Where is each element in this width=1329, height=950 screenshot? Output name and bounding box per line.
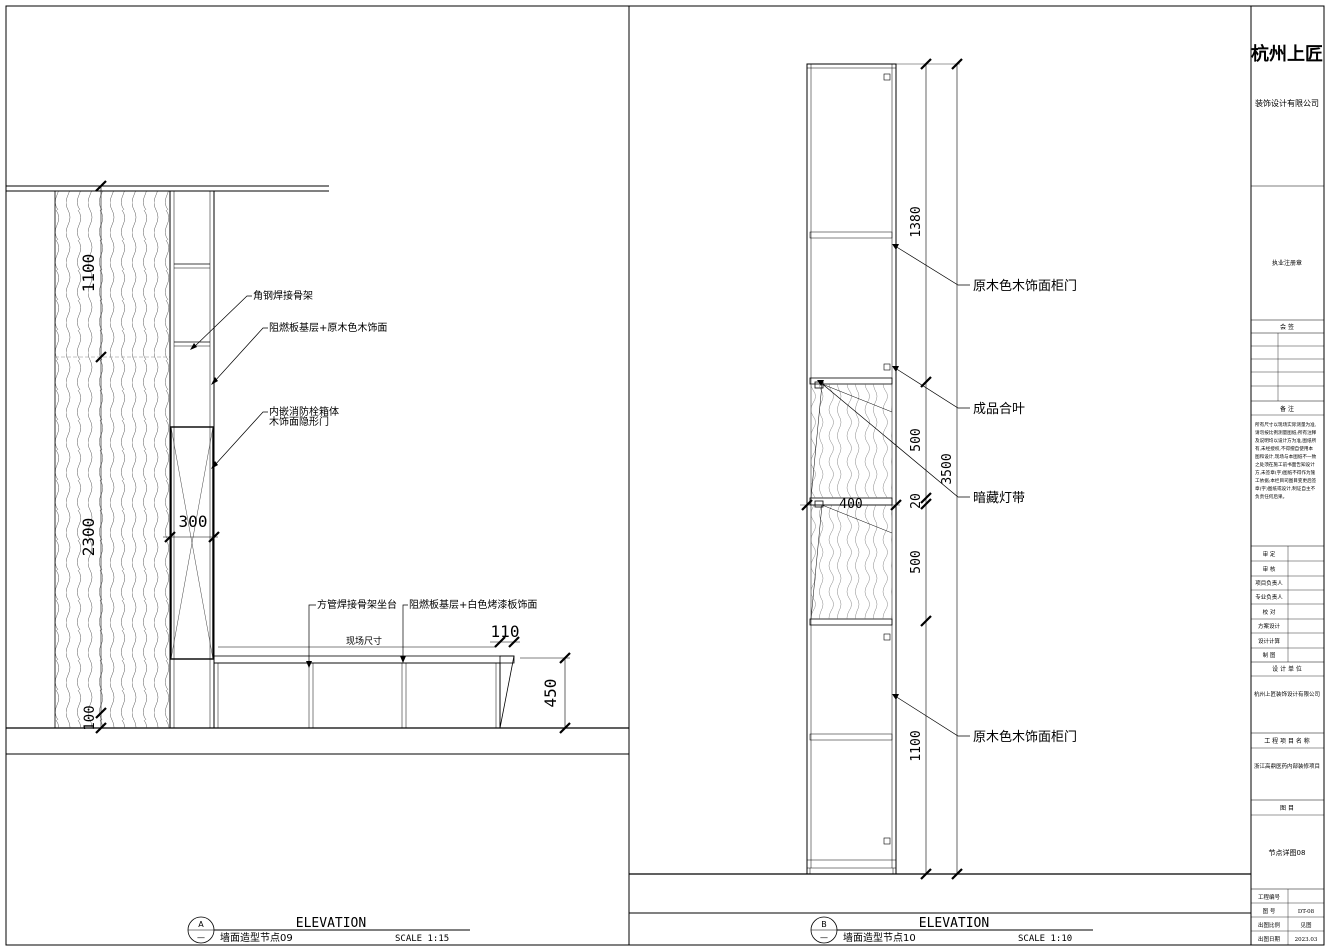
svg-text:2023.03: 2023.03 xyxy=(1295,937,1318,943)
title-block xyxy=(1251,185,1324,945)
marker-b-letter: B xyxy=(821,920,827,929)
marker-a-dash: — xyxy=(197,933,205,942)
sheet-border xyxy=(5,5,1325,946)
svg-text:工程编号: 工程编号 xyxy=(1258,893,1281,901)
dim-110: 110 xyxy=(491,622,520,641)
note-hidden-door: 木饰面隐形门 xyxy=(269,415,329,428)
note-led-strip: 暗藏灯带 xyxy=(973,491,1025,506)
elevation-a-labels: 1100 2300 100 300 110 450 现场尺寸 角钢焊接骨架 阻燃… xyxy=(79,254,560,731)
notes-text: 所有尺寸以现场实际测量为准, 请勿按比例测量图纸;所有注释 及说明均以设计方为准… xyxy=(1255,421,1317,500)
note-fire-board-wood: 阻燃板基层+原木色木饰面 xyxy=(269,321,387,334)
title-b: B — ELEVATION 墙面造型节点10 SCALE 1:10 xyxy=(810,916,1093,944)
project-name: 浙江高鼎医药内部装修项目 xyxy=(1254,762,1320,770)
dim-1100-b: 1100 xyxy=(909,730,924,761)
svg-text:工依据;本栏目司图目变更后签: 工依据;本栏目司图目变更后签 xyxy=(1255,477,1317,484)
note-hydrant-box: 内嵌消防栓箱体 xyxy=(269,405,339,418)
svg-text:方案设计: 方案设计 xyxy=(1258,622,1281,630)
svg-text:出图日期: 出图日期 xyxy=(1258,935,1281,943)
svg-text:方,未签章(字)图纸不得作为施: 方,未签章(字)图纸不得作为施 xyxy=(1255,469,1316,476)
elevation-b-labels: 1380 500 20 500 1100 3500 400 原木色木饰面柜门 成… xyxy=(839,206,1077,761)
subtitle-a: 墙面造型节点09 xyxy=(220,931,293,944)
subtitle-b: 墙面造型节点10 xyxy=(843,931,916,944)
field-size-label: 现场尺寸 xyxy=(346,635,382,647)
hidden-door xyxy=(170,426,214,660)
svg-text:专业负责人: 专业负责人 xyxy=(1255,593,1283,601)
svg-text:校 对: 校 对 xyxy=(1263,608,1276,616)
approval-rows: 审 定 审 核 项目负责人 专业负责人 校 对 方案设计 设计计算 制 图 xyxy=(1255,550,1283,659)
svg-text:项目负责人: 项目负责人 xyxy=(1255,579,1283,587)
design-unit-label: 设 计 单 位 xyxy=(1272,665,1302,673)
dim-450: 450 xyxy=(541,679,560,708)
dim-1380: 1380 xyxy=(909,206,924,237)
title-a: A — ELEVATION 墙面造型节点09 SCALE 1:15 xyxy=(187,916,470,944)
cabinet-column xyxy=(169,190,215,729)
svg-text:出图比例: 出图比例 xyxy=(1258,921,1281,929)
design-unit: 杭州上匠装饰设计有限公司 xyxy=(1254,690,1320,698)
scale-b: SCALE 1:10 xyxy=(1018,934,1072,944)
heading-a: ELEVATION xyxy=(296,916,366,931)
marker-a-letter: A xyxy=(198,920,204,929)
dim-20: 20 xyxy=(909,493,924,509)
note-square-tube: 方管焊接骨架坐台 xyxy=(317,598,397,611)
note-hinge: 成品合叶 xyxy=(973,402,1025,417)
svg-text:审 定: 审 定 xyxy=(1263,550,1276,558)
svg-text:所有尺寸以现场实际测量为准,: 所有尺寸以现场实际测量为准, xyxy=(1255,421,1317,428)
tall-cabinet xyxy=(806,63,897,875)
dim-1100-a: 1100 xyxy=(79,254,98,293)
svg-text:章(字)图纸或设计,制证自主不: 章(字)图纸或设计,制证自主不 xyxy=(1255,485,1316,492)
svg-text:负责任何后果。: 负责任何后果。 xyxy=(1255,493,1287,500)
dim-3500: 3500 xyxy=(940,453,955,484)
svg-text:制 图: 制 图 xyxy=(1263,651,1276,659)
note-cabinet-door-lower: 原木色木饰面柜门 xyxy=(973,729,1077,745)
svg-text:审 核: 审 核 xyxy=(1263,565,1276,573)
elevation-a xyxy=(6,180,629,755)
elevation-b xyxy=(629,58,1251,914)
svg-text:有,未经授权,不得擅自使用本: 有,未经授权,不得擅自使用本 xyxy=(1255,445,1313,452)
note-cabinet-door-upper: 原木色木饰面柜门 xyxy=(973,278,1077,294)
svg-text:图和设计,现场与本图纸不一致: 图和设计,现场与本图纸不一致 xyxy=(1255,453,1317,460)
drawing-label: 图 目 xyxy=(1280,805,1294,812)
svg-text:请勿按比例测量图纸;所有注释: 请勿按比例测量图纸;所有注释 xyxy=(1255,429,1317,436)
dim-400: 400 xyxy=(839,497,862,512)
dim-2300: 2300 xyxy=(79,518,98,557)
svg-text:及说明均以设计方为准,图纸所: 及说明均以设计方为准,图纸所 xyxy=(1255,437,1317,444)
company-name: 杭州上匠 xyxy=(1251,43,1323,65)
wood-wall-panel xyxy=(54,190,171,729)
svg-text:图 号: 图 号 xyxy=(1263,907,1276,915)
drawing-name: 节点详图08 xyxy=(1269,848,1306,857)
svg-text:设计计算: 设计计算 xyxy=(1258,637,1281,645)
reg-stamp-label: 执业注册章 xyxy=(1272,259,1302,267)
bench-top xyxy=(213,655,515,664)
notes-label: 备 注 xyxy=(1280,405,1294,413)
dim-500-lower: 500 xyxy=(909,550,924,573)
svg-text:见图: 见图 xyxy=(1300,921,1312,929)
note-angle-steel: 角钢焊接骨架 xyxy=(253,289,313,302)
svg-text:DT-08: DT-08 xyxy=(1298,909,1315,915)
marker-b-dash: — xyxy=(820,933,828,942)
heading-b: ELEVATION xyxy=(919,916,989,931)
dim-100: 100 xyxy=(82,705,98,730)
scale-a: SCALE 1:15 xyxy=(395,934,449,944)
note-white-lacquer: 阻燃板基层+白色烤漆板饰面 xyxy=(409,598,537,611)
dim-300: 300 xyxy=(179,512,208,531)
title-block-text: 杭州上匠 装饰设计有限公司 执业注册章 会 签 备 注 所有尺寸以现场实际测量为… xyxy=(1251,43,1323,943)
dim-500-upper: 500 xyxy=(909,428,924,451)
info-rows: 工程编号 图 号 DT-08 出图比例 见图 出图日期 2023.03 xyxy=(1258,893,1318,943)
company-full: 装饰设计有限公司 xyxy=(1255,98,1319,108)
project-label: 工 程 项 目 名 称 xyxy=(1264,737,1310,745)
sign-label: 会 签 xyxy=(1280,323,1294,331)
svg-text:之处须在施工前书面告知设计: 之处须在施工前书面告知设计 xyxy=(1255,461,1315,468)
